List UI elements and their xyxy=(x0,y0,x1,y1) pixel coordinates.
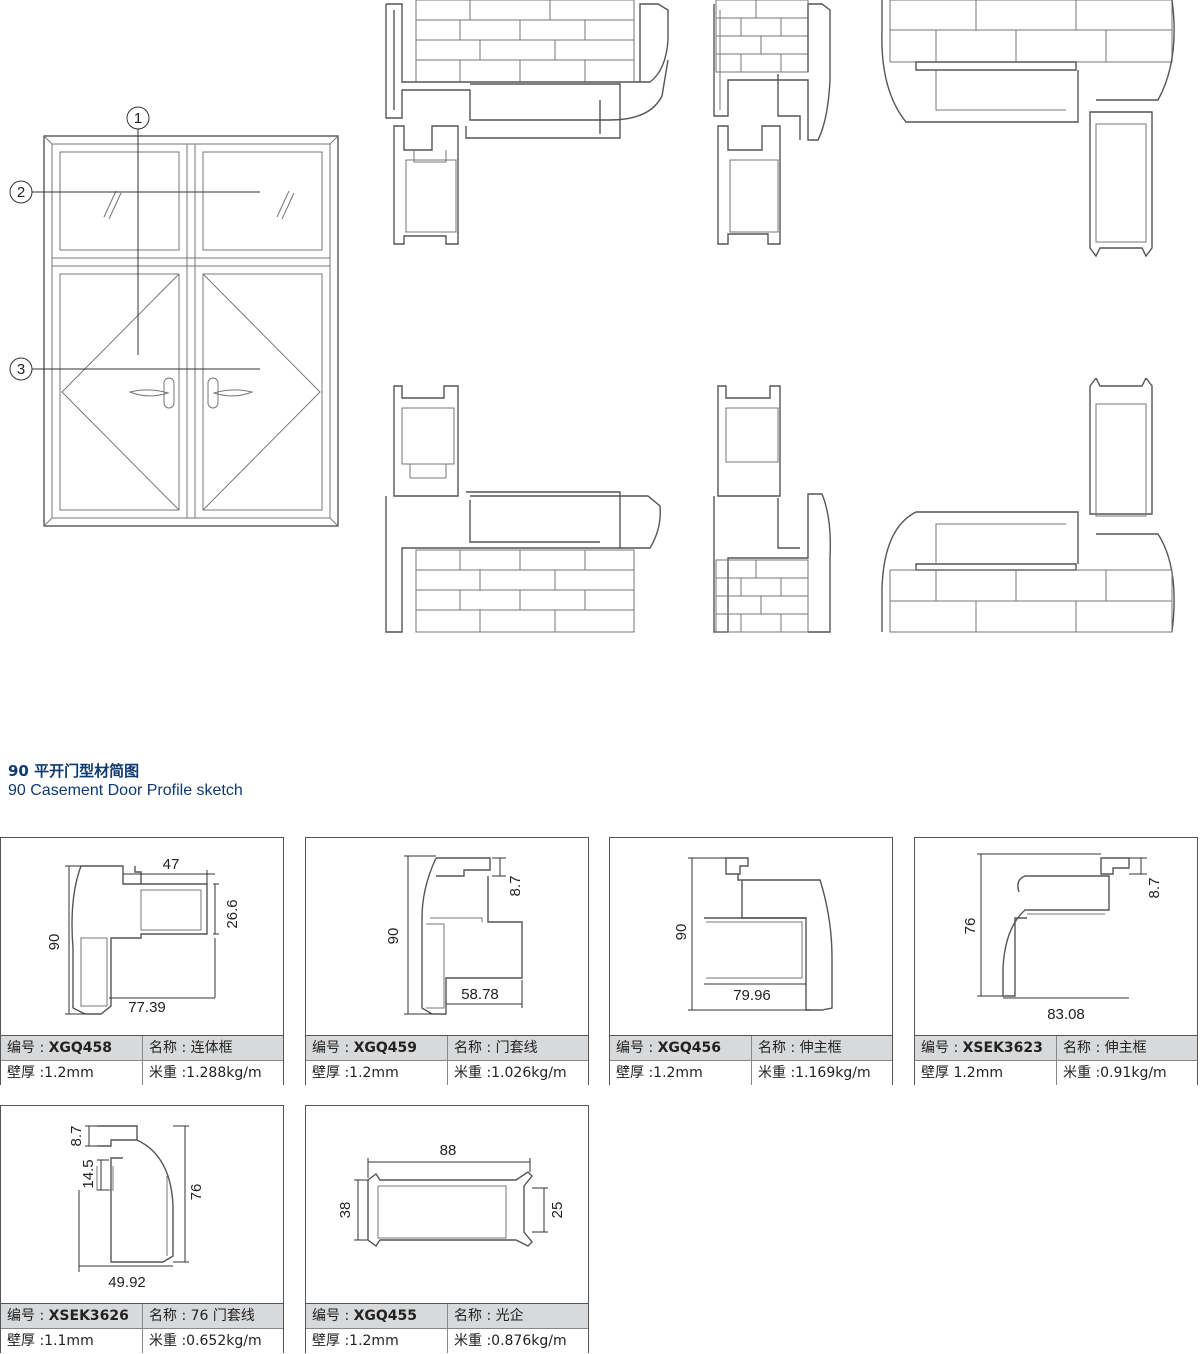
door-frame xyxy=(43,135,339,527)
svg-text:77.39: 77.39 xyxy=(128,999,166,1016)
svg-text:90: 90 xyxy=(46,934,63,951)
profile-drawing: 8.7 90 58.78 xyxy=(385,855,524,1015)
callout-2: 2 xyxy=(9,180,260,204)
name-cell: 名称 : 伸主框 xyxy=(758,1040,842,1056)
svg-text:90: 90 xyxy=(673,924,690,941)
frame-profile xyxy=(713,3,831,141)
svg-text:14.5: 14.5 xyxy=(80,1159,97,1188)
name-cell: 名称 : 光企 xyxy=(454,1308,524,1324)
transom-glass xyxy=(59,151,323,251)
callout-3: 3 xyxy=(9,357,260,381)
svg-text:47: 47 xyxy=(163,856,180,873)
door-leaves xyxy=(59,273,323,511)
profile-spec-table: 编号 : XGQ458 名称 : 连体框 壁厚 :1.2mm 米重 :1.288… xyxy=(1,1035,283,1085)
profile-spec-table: 编号 : XGQ459 名称 : 门套线 壁厚 :1.2mm 米重 :1.026… xyxy=(306,1035,588,1085)
svg-text:8.7: 8.7 xyxy=(68,1126,85,1147)
code-cell: 编号 : XGQ455 xyxy=(306,1304,448,1328)
frame-profile xyxy=(881,0,1175,123)
profile-card-xgq459: 8.7 90 58.78 编号 : XGQ459 名称 : 门套线 壁厚 :1.… xyxy=(305,837,589,1085)
code-cell: 编号 : XSEK3623 xyxy=(915,1036,1057,1060)
profile-card-xgq456: 90 79.96 编号 : XGQ456 名称 : 伸主框 壁厚 :1.2mm … xyxy=(609,837,893,1085)
unit-weight-cell: 米重 :0.652kg/m xyxy=(149,1333,262,1349)
svg-text:1: 1 xyxy=(134,110,142,127)
profile-card-xgq455: 88 38 25 编号 : XGQ455 名称 : 光企 壁厚 :1.2mm 米… xyxy=(305,1105,589,1353)
profile-drawing: 8.7 14.5 76 49.92 xyxy=(68,1125,205,1291)
wall-thickness-cell: 壁厚 :1.2mm xyxy=(610,1061,752,1085)
wall-thickness-cell: 壁厚 :1.1mm xyxy=(1,1329,143,1353)
unit-weight-cell: 米重 :0.876kg/m xyxy=(454,1333,567,1349)
profile-drawing: 88 38 25 xyxy=(337,1142,566,1248)
wall-bricks xyxy=(889,569,1173,633)
unit-weight-cell: 米重 :1.026kg/m xyxy=(454,1065,567,1081)
frame-profile xyxy=(881,511,1175,633)
section-diagram-top-right xyxy=(881,0,1175,258)
wall-bricks xyxy=(415,0,635,83)
svg-text:8.7: 8.7 xyxy=(1146,878,1163,899)
name-cell: 名称 : 连体框 xyxy=(149,1040,233,1056)
svg-text:88: 88 xyxy=(440,1142,457,1159)
section-diagram-top-middle xyxy=(713,0,831,245)
name-cell: 名称 : 76 门套线 xyxy=(149,1308,255,1324)
leaf-profile xyxy=(393,125,459,245)
svg-text:38: 38 xyxy=(337,1202,354,1219)
code-cell: 编号 : XSEK3626 xyxy=(1,1304,143,1328)
svg-text:49.92: 49.92 xyxy=(108,1274,146,1291)
profile-card-xsek3626: 8.7 14.5 76 49.92 编号 : XSEK3626 名称 : 76 … xyxy=(0,1105,284,1353)
profile-spec-table: 编号 : XSEK3626 名称 : 76 门套线 壁厚 :1.1mm 米重 :… xyxy=(1,1303,283,1353)
wall-thickness-cell: 壁厚 1.2mm xyxy=(915,1061,1057,1085)
code-cell: 编号 : XGQ458 xyxy=(1,1036,143,1060)
profile-drawing: 90 79.96 xyxy=(673,857,833,1011)
profile-spec-table: 编号 : XGQ455 名称 : 光企 壁厚 :1.2mm 米重 :0.876k… xyxy=(306,1303,588,1353)
unit-weight-cell: 米重 :0.91kg/m xyxy=(1063,1065,1167,1081)
leaf-profile xyxy=(717,385,781,497)
section-diagram-bottom-middle xyxy=(713,385,831,633)
code-cell: 编号 : XGQ456 xyxy=(610,1036,752,1060)
svg-text:76: 76 xyxy=(962,918,979,935)
section-diagram-bottom-right xyxy=(881,378,1175,633)
door-elevation-diagram: 1 2 3 xyxy=(9,106,339,527)
wall-bricks xyxy=(715,559,809,633)
door-handle-icon xyxy=(128,377,254,409)
frame-profile xyxy=(385,491,661,633)
section-diagram-bottom-left xyxy=(385,385,661,633)
svg-text:3: 3 xyxy=(17,361,25,378)
profile-card-xgq458: 47 26.6 90 77.39 编号 : XGQ458 名称 : 连体框 壁厚… xyxy=(0,837,284,1085)
unit-weight-cell: 米重 :1.169kg/m xyxy=(758,1065,871,1081)
svg-text:90: 90 xyxy=(385,928,402,945)
wall-thickness-cell: 壁厚 :1.2mm xyxy=(306,1329,448,1353)
svg-text:26.6: 26.6 xyxy=(224,899,241,928)
leaf-profile xyxy=(393,385,459,497)
svg-text:76: 76 xyxy=(188,1184,205,1201)
svg-text:8.7: 8.7 xyxy=(507,876,524,897)
wall-thickness-cell: 壁厚 :1.2mm xyxy=(1,1061,143,1085)
unit-weight-cell: 米重 :1.288kg/m xyxy=(149,1065,262,1081)
svg-text:58.78: 58.78 xyxy=(461,986,499,1003)
wall-bricks xyxy=(415,549,635,633)
profile-drawing: 47 26.6 90 77.39 xyxy=(46,856,241,1016)
leaf-profile xyxy=(1089,378,1153,517)
name-cell: 名称 : 门套线 xyxy=(454,1040,538,1056)
name-cell: 名称 : 伸主框 xyxy=(1063,1040,1147,1056)
code-cell: 编号 : XGQ459 xyxy=(306,1036,448,1060)
callout-1: 1 xyxy=(126,106,150,355)
svg-text:25: 25 xyxy=(549,1202,566,1219)
profile-card-xsek3623: 8.7 76 83.08 编号 : XSEK3623 名称 : 伸主框 壁厚 1… xyxy=(914,837,1198,1085)
section-title-zh: 90 平开门型材简图 xyxy=(8,762,140,780)
svg-text:83.08: 83.08 xyxy=(1047,1006,1085,1023)
frame-profile xyxy=(713,493,831,633)
section-title-en: 90 Casement Door Profile sketch xyxy=(8,782,243,799)
wall-bricks xyxy=(889,0,1173,63)
profile-spec-table: 编号 : XGQ456 名称 : 伸主框 壁厚 :1.2mm 米重 :1.169… xyxy=(610,1035,892,1085)
svg-text:2: 2 xyxy=(17,184,25,201)
wall-bricks xyxy=(715,0,809,73)
profile-spec-table: 编号 : XSEK3623 名称 : 伸主框 壁厚 1.2mm 米重 :0.91… xyxy=(915,1035,1197,1085)
section-title: 90 平开门型材简图 90 Casement Door Profile sket… xyxy=(8,761,243,801)
wall-thickness-cell: 壁厚 :1.2mm xyxy=(306,1061,448,1085)
section-diagram-top-left xyxy=(385,0,669,245)
profile-drawing: 8.7 76 83.08 xyxy=(962,853,1163,1023)
svg-text:79.96: 79.96 xyxy=(733,987,771,1004)
frame-profile xyxy=(385,3,669,139)
leaf-profile xyxy=(1089,111,1153,258)
leaf-profile xyxy=(717,125,781,245)
